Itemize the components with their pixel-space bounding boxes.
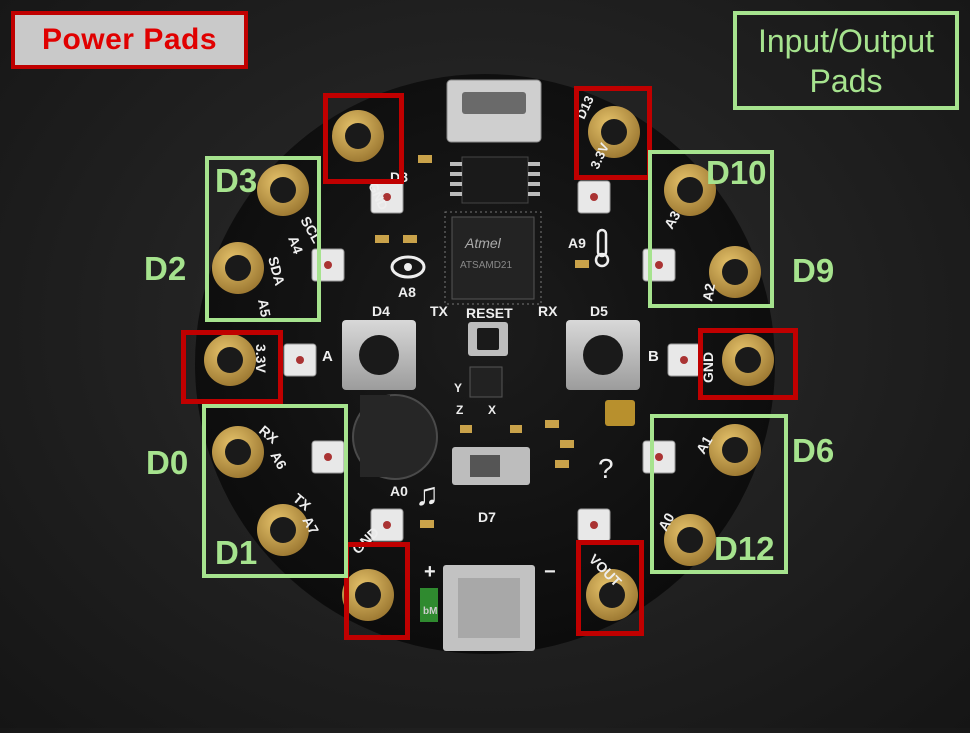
power-pads-legend: Power Pads xyxy=(11,11,248,69)
chip-brand: Atmel xyxy=(464,235,502,251)
label-d3: D3 xyxy=(215,162,258,199)
svg-text:3.3V: 3.3V xyxy=(253,344,269,373)
io-box-d3-d2 xyxy=(205,156,321,322)
label-d0: D0 xyxy=(146,444,189,481)
io-box-d0-d1 xyxy=(202,404,348,578)
io-pads-title-line1: Input/Output xyxy=(757,22,935,59)
svg-text:TX: TX xyxy=(430,303,449,319)
svg-text:Z: Z xyxy=(456,403,463,417)
microphone xyxy=(605,400,635,426)
pad-holes xyxy=(217,119,761,608)
power-box-3v3-left xyxy=(181,330,283,404)
svg-text:A6: A6 xyxy=(267,449,290,473)
label-d9: D9 xyxy=(792,252,835,289)
svg-text:A9: A9 xyxy=(568,235,586,251)
music-note-icon: ♫ xyxy=(415,476,439,512)
svg-text:A7: A7 xyxy=(299,514,322,538)
power-box-gnd-right xyxy=(698,328,798,400)
flash-chip xyxy=(461,156,529,204)
power-box-3v3-top xyxy=(574,86,652,180)
svg-text:D5: D5 xyxy=(590,303,608,319)
svg-text:RX: RX xyxy=(538,303,558,319)
pcb-board xyxy=(195,74,775,654)
svg-text:D4: D4 xyxy=(372,303,390,319)
svg-text:A0: A0 xyxy=(390,483,408,499)
chip-text: ATSAMD21 xyxy=(460,260,512,271)
svg-text:bM: bM xyxy=(423,606,437,617)
svg-text:A8: A8 xyxy=(398,284,416,300)
io-pads-legend: Input/Output Pads xyxy=(733,11,959,110)
io-pads-title-line2: Pads xyxy=(809,62,883,99)
svg-text:RESET: RESET xyxy=(466,305,513,321)
button-b-body[interactable] xyxy=(566,320,640,390)
svg-text:Y: Y xyxy=(454,381,462,395)
label-d10: D10 xyxy=(706,154,767,191)
power-pads-title: Power Pads xyxy=(41,23,218,56)
microcontroller-chip xyxy=(451,216,535,300)
light-sensor-eye-icon xyxy=(390,255,426,279)
status-led-green xyxy=(420,588,438,622)
smd-components xyxy=(375,155,589,528)
reset-button-body[interactable] xyxy=(468,322,508,356)
svg-text:X: X xyxy=(488,403,496,417)
power-box-gnd-top xyxy=(323,93,404,184)
svg-text:−: − xyxy=(544,561,556,583)
io-box-d6-d12 xyxy=(650,414,788,574)
button-a-body[interactable] xyxy=(342,320,416,390)
label-d6: D6 xyxy=(792,432,835,469)
svg-text:D7: D7 xyxy=(478,509,496,525)
svg-text:A: A xyxy=(322,348,333,365)
svg-text:B: B xyxy=(648,348,659,365)
label-d2: D2 xyxy=(144,250,187,287)
label-d12: D12 xyxy=(714,530,775,567)
svg-text:+: + xyxy=(424,561,436,583)
svg-text:GND: GND xyxy=(700,352,716,383)
ear-icon: ? xyxy=(598,453,614,484)
svg-text:SDA: SDA xyxy=(265,255,288,288)
svg-text:A0: A0 xyxy=(655,510,678,534)
svg-text:A2: A2 xyxy=(699,282,718,303)
power-box-vout xyxy=(576,540,644,636)
svg-text:A3: A3 xyxy=(661,208,684,232)
svg-text:A5: A5 xyxy=(255,298,274,319)
thermometer-icon xyxy=(596,228,608,258)
io-box-d10-d9 xyxy=(648,150,774,308)
svg-text:A4: A4 xyxy=(285,234,306,256)
accelerometer xyxy=(469,366,503,398)
svg-text:A1: A1 xyxy=(693,433,716,457)
label-d1: D1 xyxy=(215,534,258,571)
power-box-gnd-bottom xyxy=(344,542,410,640)
